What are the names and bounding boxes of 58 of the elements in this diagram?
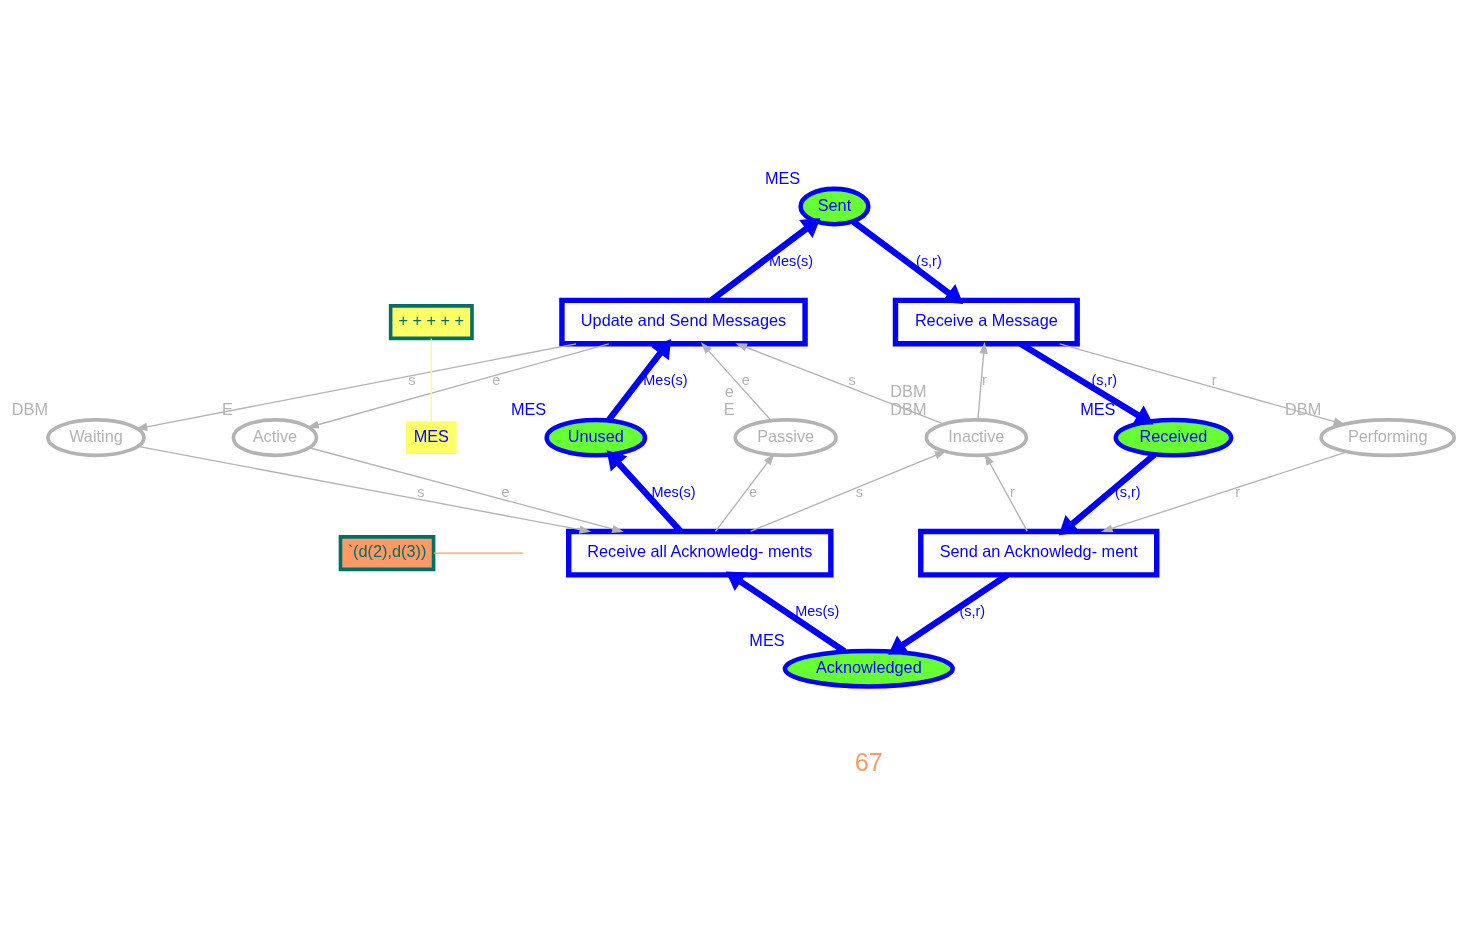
node-box: Receive all Acknowledg- ments [566, 528, 834, 578]
node-label: MES [510, 399, 547, 418]
arrow [735, 342, 945, 425]
connector [433, 551, 524, 554]
node-ellipse: Unused [544, 417, 648, 458]
arrow [1019, 340, 1154, 425]
edge-label: r [1235, 483, 1241, 500]
edge-label: s [417, 483, 425, 500]
arrow [888, 571, 1010, 655]
arrow [307, 342, 610, 429]
edge-label: (s,r) [1091, 371, 1118, 388]
arrow [700, 341, 772, 421]
node-box: Update and Send Messages [559, 297, 808, 346]
node-label: DBM [1285, 399, 1322, 418]
node-label: MES [1080, 399, 1116, 418]
arrow [137, 445, 592, 534]
edge-label: s [408, 371, 416, 388]
edge-label: (s,r) [916, 252, 942, 269]
node-box: MES [406, 420, 457, 454]
node-box: `(d(2),d(3)) [338, 534, 436, 571]
edge-label: e [749, 483, 758, 500]
edge-label: s [855, 483, 863, 500]
edge-label: e [501, 483, 510, 500]
edge-label: r [982, 371, 987, 388]
edge-label: Mes(s) [768, 252, 814, 269]
node-label: DBM [11, 399, 49, 418]
arrow [977, 341, 988, 420]
node-label: DBM [890, 381, 927, 400]
node-label: e [724, 381, 734, 400]
edge-label: Mes(s) [795, 602, 840, 619]
arrow [135, 342, 577, 431]
arrow [1100, 450, 1348, 532]
node-ellipse: Passive [733, 417, 838, 457]
arrow [749, 450, 947, 532]
arrow [984, 453, 1028, 532]
arrow [606, 338, 672, 422]
edge-label: s [848, 371, 856, 388]
arrow [1059, 342, 1346, 425]
node-box: Receive a Message [892, 297, 1080, 346]
node-ellipse: Acknowledged [782, 648, 955, 689]
arrow [851, 218, 964, 304]
label: 67 [854, 747, 883, 776]
edge-label: Mes(s) [651, 483, 696, 500]
node-box: Send an Acknowledg- ment [918, 528, 1160, 578]
edge-label: Mes(s) [643, 371, 688, 388]
arrow [308, 446, 624, 533]
node-ellipse: Received [1113, 417, 1234, 458]
node-label: E [723, 399, 735, 418]
connector [430, 337, 432, 422]
edge-label: r [1010, 483, 1015, 500]
edge-label: r [1211, 371, 1217, 388]
edge-label: e [741, 371, 750, 388]
node-label: MES [749, 630, 785, 649]
node-box: + + + + + [388, 303, 474, 340]
edge-label: e [492, 371, 501, 388]
node-ellipse: Sent [798, 186, 871, 227]
arrow [606, 449, 683, 533]
node-label: MES [764, 168, 801, 187]
